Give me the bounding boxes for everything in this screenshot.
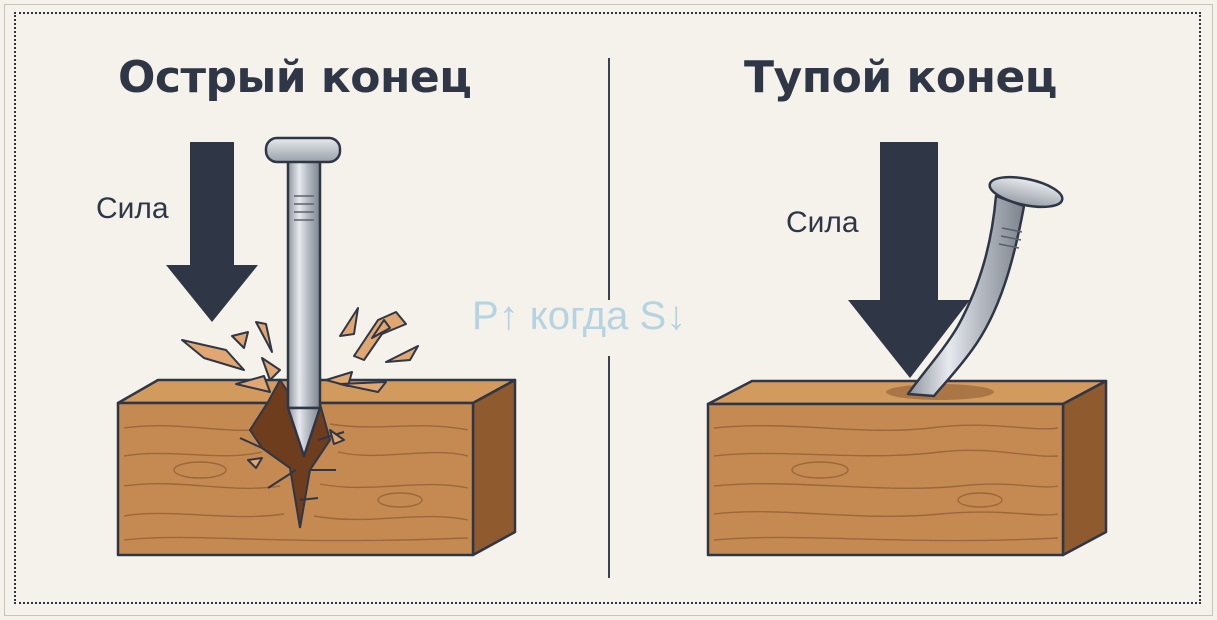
wood-splinter-icon — [181, 307, 419, 469]
pressure-area-note: P↑ когда S↓ — [472, 294, 687, 338]
divider-gap — [604, 300, 614, 356]
left-force-label: Сила — [96, 192, 169, 225]
right-force-arrow — [848, 142, 970, 378]
dotted-frame — [14, 12, 1201, 604]
outer-border — [4, 4, 1213, 616]
right-force-label: Сила — [786, 206, 859, 239]
left-force-arrow — [166, 142, 258, 322]
sharp-nail-icon — [264, 136, 342, 458]
left-panel-title: Острый конец — [118, 52, 472, 103]
right-wood-grain — [713, 424, 1059, 542]
blunt-nail-icon — [906, 175, 1064, 398]
right-wood-block — [706, 379, 1108, 557]
right-panel-title: Тупой конец — [744, 52, 1057, 103]
